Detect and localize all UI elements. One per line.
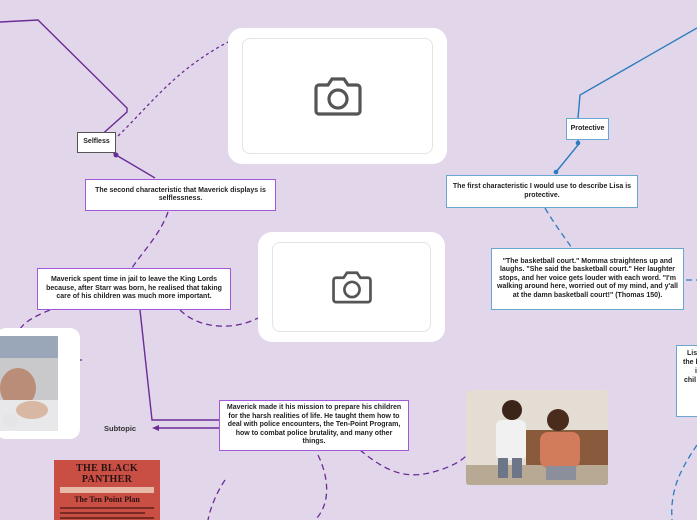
subtopic-label[interactable]: Subtopic	[104, 424, 137, 433]
topic-text-line: i	[695, 368, 697, 375]
topic-mission[interactable]: Maverick made it his mission to prepare …	[219, 400, 409, 451]
topic-selfless-description[interactable]: The second characteristic that Maverick …	[85, 179, 276, 211]
image-placeholder-middle[interactable]	[258, 232, 445, 342]
topic-text: The first characteristic I would use to …	[452, 183, 632, 199]
father-child-image	[466, 390, 608, 485]
poster-title: THE BLACK PANTHER	[76, 463, 138, 485]
topic-text: Maverick spent time in jail to leave the…	[46, 276, 222, 301]
topic-text: Maverick made it his mission to prepare …	[226, 404, 402, 446]
topic-text-line: chil	[684, 377, 697, 384]
father-child-photo[interactable]	[466, 390, 608, 485]
topic-text-line: v	[681, 385, 697, 394]
topic-label: Selfless	[83, 138, 110, 146]
topic-text-line: Lisa	[687, 350, 697, 357]
image-placeholder-frame	[272, 242, 431, 332]
poster-subtitle: The Ten Point Plan	[74, 495, 140, 504]
camera-icon	[331, 271, 372, 304]
baby-photo-image	[0, 336, 58, 431]
black-panther-poster[interactable]: THE BLACK PANTHER The Ten Point Plan	[54, 460, 160, 520]
topic-text-line: the l	[683, 359, 697, 366]
topic-lisa-cut[interactable]: Lisa the l i chil v	[676, 345, 697, 417]
topic-protective[interactable]: Protective	[566, 118, 609, 140]
topic-selfless[interactable]: Selfless	[77, 132, 116, 153]
topic-text: "The basketball court." Momma straighten…	[497, 257, 678, 299]
topic-protective-description[interactable]: The first characteristic I would use to …	[446, 175, 638, 208]
poster-band	[60, 487, 154, 493]
topic-label: Protective	[570, 124, 605, 132]
camera-icon	[313, 77, 362, 116]
poster-body	[60, 507, 154, 520]
topic-jail[interactable]: Maverick spent time in jail to leave the…	[37, 268, 231, 310]
topic-quote[interactable]: "The basketball court." Momma straighten…	[491, 248, 684, 310]
baby-photo[interactable]	[0, 328, 80, 439]
image-placeholder-top[interactable]	[228, 28, 447, 164]
image-placeholder-frame	[242, 38, 433, 154]
topic-text: The second characteristic that Maverick …	[95, 186, 266, 202]
